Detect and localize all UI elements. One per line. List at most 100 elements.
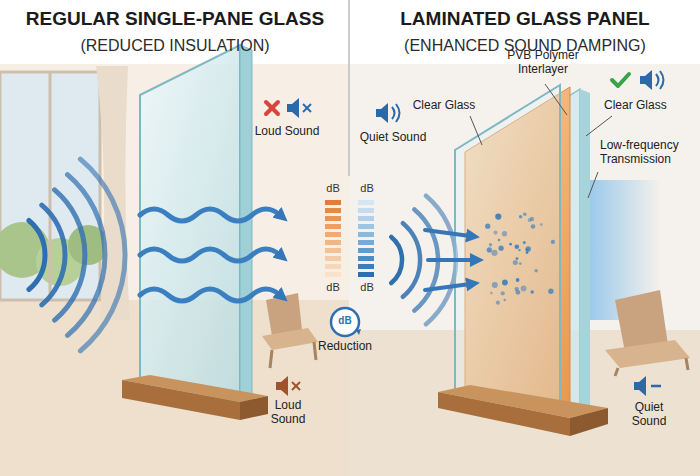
db-bars [325,264,341,269]
scattered-particles [496,214,499,217]
check-icon [660,71,664,89]
check-icon [640,70,652,90]
scattered-particles [531,290,534,293]
quiet-icon [396,104,400,122]
sound-label: Quiet Sound [358,130,428,144]
scattered-particles [523,241,526,244]
background [0,0,349,476]
laminated-glass [438,392,570,436]
panel-title: LAMINATED GLASS PANEL [355,8,695,31]
sound-waves [55,190,85,320]
sound-arrows [425,230,474,290]
scattered-particles [516,257,519,260]
scattered-particles [548,289,553,294]
loud-icon [292,382,300,390]
reduction-icon [331,308,359,336]
db-bars [325,272,341,277]
db-bars [358,224,374,229]
scattered-particles [499,246,504,251]
leader-lines [545,84,567,115]
chair [266,293,302,336]
leader-lines [586,116,612,136]
chair [605,290,690,376]
db-bars [358,216,374,221]
scattered-particles [518,249,520,251]
sound-label: Loud Sound [254,124,320,138]
single-pane-glass [122,45,268,420]
scattered-particles [526,246,531,251]
quiet-icon [634,376,646,396]
wave-arrows [140,289,280,301]
leader-lines [588,172,598,198]
loud-icon [303,104,311,112]
part-label: Clear Glass [408,98,480,112]
part-label: PVB Polymer Interlayer [503,48,583,77]
laminated-glass [570,408,608,436]
sound-waves [29,221,45,290]
db-bars [358,264,374,269]
reduction-icon [331,308,361,336]
loud-icon [287,98,299,118]
check-icon [612,70,664,90]
divider-line [348,0,350,176]
db-label: dB [356,281,378,294]
sound-waves [42,205,65,305]
quiet-icon [376,103,400,123]
single-pane-glass [240,396,268,420]
db-bars [325,208,341,213]
scattered-particles [492,282,498,288]
scattered-particles [519,215,523,219]
single-pane-glass [122,380,240,420]
quiet-icon [634,376,661,396]
panel-title: REGULAR SINGLE-PANE GLASS [5,8,345,31]
loud-icon [303,104,311,112]
quiet-icon [392,107,395,119]
scattered-particles [509,243,512,246]
scattered-particles [523,212,527,216]
laminated-glass [580,89,590,416]
chair [314,342,316,360]
single-pane-glass [240,45,252,410]
leader-lines [470,116,482,145]
panel-subtitle: (REDUCED INSULATION) [5,36,345,55]
loud-icon [266,102,278,114]
sound-arrows [425,230,470,236]
background [0,0,700,64]
db-bars [325,256,341,261]
single-pane-glass [140,45,240,408]
scattered-particles [531,224,536,229]
sound-waves [403,223,420,297]
db-bars [358,272,374,277]
wave-arrows [140,209,280,221]
background [349,0,700,476]
scattered-particles [535,269,538,272]
chair [262,293,318,368]
scattered-particles [551,240,555,244]
scattered-particles [528,218,532,222]
db-bars [358,200,374,205]
leader-lines [470,84,612,198]
db-bars [358,208,374,213]
loud-icon [266,102,278,114]
sound-label: Quiet Sound [622,400,676,429]
chair [615,368,618,376]
scattered-particles [489,243,492,246]
scattered-particles [485,224,490,229]
chair [270,350,272,368]
db-bars [358,256,374,261]
scattered-particles [495,214,501,220]
scattered-particles [502,231,507,236]
loud-icon [276,376,288,396]
quiet-icon [651,385,661,388]
scattered-particles [519,262,522,265]
part-label: Clear Glass [604,98,684,112]
laminated-glass [455,85,560,410]
db-icon-text: dB [333,315,357,327]
scattered-particles [496,301,500,305]
scattered-particles [498,239,501,242]
db-bars [325,232,341,237]
sound-waves [80,159,125,351]
scattered-particles [513,260,518,265]
db-bars [358,240,374,245]
